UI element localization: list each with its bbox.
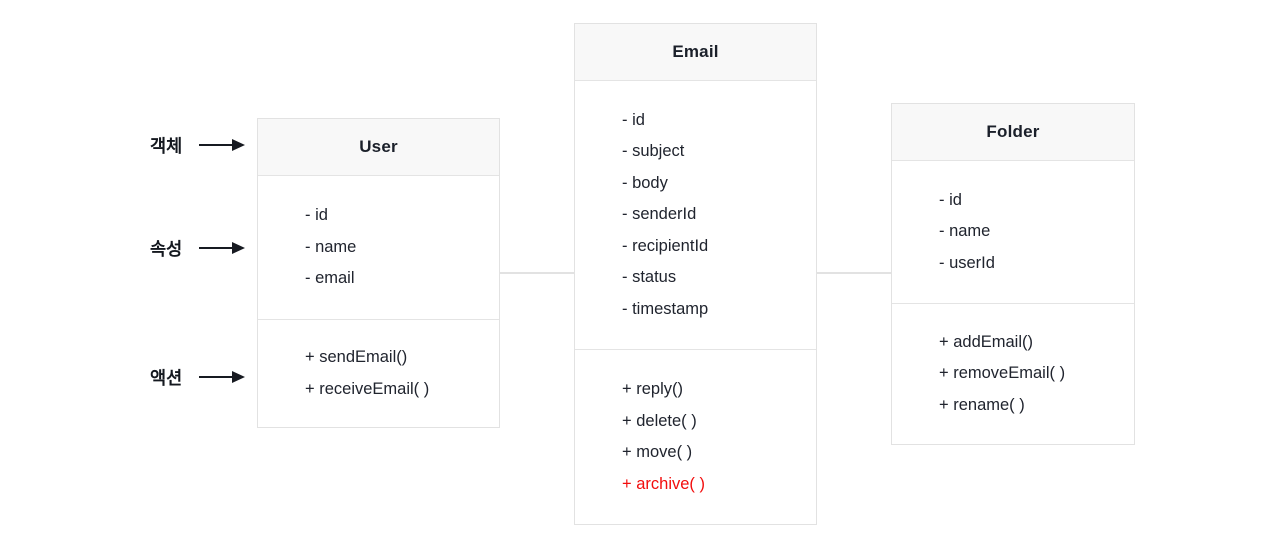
email-attributes-section: - id - subject - body - senderId - recip…: [575, 81, 816, 350]
method-row: + reply(): [622, 380, 683, 398]
class-box-user: User - id - name - email + sendEmail() +…: [257, 118, 500, 428]
attribute-row: - id: [622, 110, 645, 129]
user-methods-section: + sendEmail() + receiveEmail( ): [258, 320, 499, 427]
legend-label-actions: 액션: [150, 367, 183, 388]
legend-label-attributes: 속성: [150, 238, 183, 259]
email-methods-section: + reply() + delete( ) + move( ) + archiv…: [575, 350, 816, 524]
attribute-row: - timestamp: [622, 299, 709, 318]
legend-label-object: 객체: [150, 135, 183, 156]
method-row: + move( ): [622, 443, 693, 461]
attribute-row: - id: [939, 190, 962, 209]
method-row: + delete( ): [622, 411, 697, 430]
class-box-email: Email - id - subject - body - senderId -…: [574, 23, 817, 525]
method-row-archive-highlighted: + archive( ): [622, 474, 705, 493]
attribute-row: - recipientId: [622, 236, 709, 255]
attribute-row: - name: [939, 222, 991, 241]
class-box-folder: Folder - id - name - userId + addEmail()…: [891, 103, 1135, 445]
connector-user-email: [500, 272, 574, 274]
attribute-row: - subject: [622, 142, 685, 161]
method-row: + removeEmail( ): [939, 364, 1066, 383]
attribute-row: - id: [305, 206, 328, 225]
attribute-row: - senderId: [622, 205, 697, 224]
class-title-user: User: [258, 119, 499, 176]
connector-email-folder: [817, 272, 891, 274]
right-arrow-icon: [199, 139, 246, 151]
right-arrow-icon: [199, 242, 246, 254]
attribute-row: - body: [622, 173, 668, 192]
method-row: + sendEmail(): [305, 348, 408, 366]
folder-attributes-section: - id - name - userId: [892, 161, 1134, 304]
right-arrow-icon: [199, 371, 246, 383]
legend-item-actions: 액션: [150, 365, 246, 389]
attribute-row: - name: [305, 237, 357, 256]
method-row: + receiveEmail( ): [305, 379, 430, 398]
method-row: + addEmail(): [939, 332, 1033, 351]
legend-item-attributes: 속성: [150, 236, 246, 260]
attribute-row: - email: [305, 269, 355, 288]
class-title-folder: Folder: [892, 104, 1134, 161]
class-title-email: Email: [575, 24, 816, 81]
method-row: + rename( ): [939, 395, 1025, 414]
folder-methods-section: + addEmail() + removeEmail( ) + rename( …: [892, 304, 1134, 444]
user-attributes-section: - id - name - email: [258, 176, 499, 320]
legend-item-object: 객체: [150, 133, 246, 157]
attribute-row: - status: [622, 268, 677, 287]
attribute-row: - userId: [939, 253, 995, 272]
